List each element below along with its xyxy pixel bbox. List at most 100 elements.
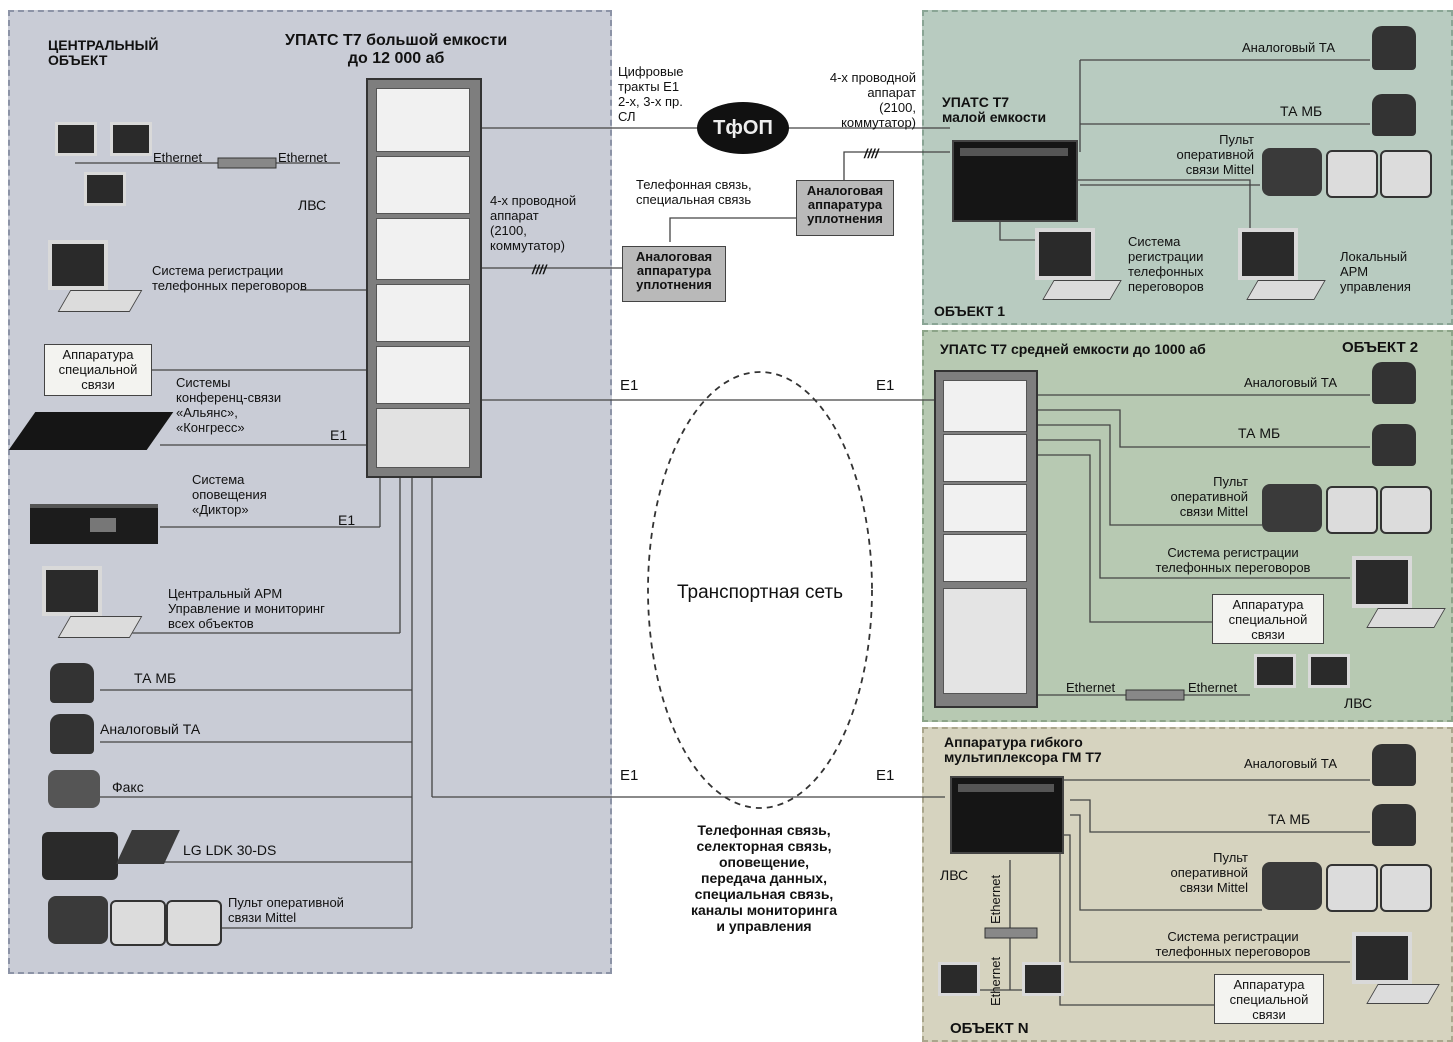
object2-eth-left: Ethernet	[1066, 680, 1116, 695]
analog-box-left: Аналоговая аппаратура уплотнения	[622, 246, 726, 302]
computer-icon	[1308, 654, 1350, 688]
central-e1-conf: E1	[330, 427, 348, 443]
computer-icon	[42, 566, 102, 616]
phone-icon	[1372, 804, 1416, 846]
object2-call-reg: Система регистрации телефонных переговор…	[1155, 545, 1311, 575]
object2-pbx-title: УПАТС Т7 средней емкости до 1000 аб	[940, 341, 1206, 357]
mittel-console-icon	[110, 900, 166, 946]
computer-icon	[84, 172, 126, 206]
mittel-console-icon	[1326, 486, 1378, 534]
objectn-ta-mb: ТА МБ	[1268, 811, 1311, 827]
digital-trunks-label: Цифровые тракты Е1 2-х, 3-х пр. СЛ	[618, 64, 684, 124]
hash-right: ////	[864, 146, 879, 161]
keyboard-icon	[1042, 280, 1122, 300]
e1-top-right: E1	[876, 377, 895, 394]
object1-name: ОБЪЕКТ 1	[934, 303, 1006, 319]
computer-icon	[1352, 556, 1412, 608]
central-lg: LG LDK 30-DS	[183, 842, 277, 858]
mittel-console-icon	[1380, 150, 1432, 198]
central-ta-mb: ТА МБ	[134, 670, 177, 686]
central-special-box: Аппаратура специальной связи	[44, 344, 152, 396]
object2-lan: ЛВС	[1344, 695, 1373, 711]
e1-bottom-left: E1	[620, 767, 639, 784]
transport-network-label: Транспортная сеть	[676, 582, 844, 603]
central-mittel: Пульт оперативной связи Mittel	[228, 895, 344, 925]
mittel-console-icon	[1380, 864, 1432, 912]
keyboard-icon	[57, 290, 143, 312]
object1-ta-mb: ТА МБ	[1280, 103, 1323, 119]
central-eth-right: Ethernet	[278, 150, 328, 165]
computer-icon	[1238, 228, 1298, 280]
object2-lan-hub	[1125, 689, 1185, 701]
phone-icon	[50, 663, 94, 703]
central-eth-left: Ethernet	[153, 150, 203, 165]
keyboard-icon	[1366, 608, 1446, 628]
object2-mittel: Пульт оперативной связи Mittel	[1170, 474, 1248, 519]
phone-icon	[50, 714, 94, 754]
central-fax: Факс	[112, 779, 144, 795]
four-wire-right: 4-х проводной аппарат (2100, коммутатор)	[829, 70, 916, 130]
computer-icon	[1035, 228, 1095, 280]
keyboard-icon	[1246, 280, 1326, 300]
hash-left: ////	[532, 262, 547, 277]
tel-special-label: Телефонная связь, специальная связь	[636, 177, 752, 207]
phone-icon	[1372, 362, 1416, 404]
computer-icon	[1022, 962, 1064, 996]
object1-analog-ta: Аналоговый ТА	[1242, 40, 1336, 55]
four-wire-left: 4-х проводной аппарат (2100, коммутатор)	[490, 193, 577, 253]
phone-icon	[1372, 26, 1416, 70]
transport-network-ellipse	[647, 371, 873, 809]
objectn-mux-title: Аппаратура гибкого мультиплексора ГМ Т7	[944, 734, 1102, 765]
computer-icon	[110, 122, 152, 156]
mittel-console-icon	[1326, 150, 1378, 198]
central-e1-announce: E1	[338, 512, 356, 528]
objectn-lan: ЛВС	[940, 867, 969, 883]
object2-ta-mb: ТА МБ	[1238, 425, 1281, 441]
services-label: Телефонная связь, селекторная связь, опо…	[690, 822, 837, 934]
central-pbx-title: УПАТС Т7 большой емкости до 12 000 аб	[285, 32, 508, 67]
tfop-cloud	[697, 102, 789, 154]
conference-system-icon	[8, 412, 174, 450]
central-pbx-rack	[366, 78, 482, 478]
mittel-console-icon	[1380, 486, 1432, 534]
objectn-mittel: Пульт оперативной связи Mittel	[1170, 850, 1248, 895]
analog-box-right: Аналоговая аппаратура уплотнения	[796, 180, 894, 236]
objectn-name: ОБЪЕКТ N	[950, 1020, 1029, 1037]
e1-bottom-right: E1	[876, 767, 895, 784]
objectn-eth-bottom: Ethernet	[988, 956, 1003, 1006]
object2-name: ОБЪЕКТ 2	[1342, 339, 1419, 356]
computer-icon	[938, 962, 980, 996]
keyboard-icon	[1366, 984, 1440, 1004]
mittel-console-icon	[1326, 864, 1378, 912]
object2-pbx-rack	[934, 370, 1038, 708]
fax-icon	[48, 770, 100, 808]
objectn-analog-ta: Аналоговый ТА	[1244, 756, 1338, 771]
object1-mittel: Пульт оперативной связи Mittel	[1176, 132, 1254, 177]
computer-icon	[1254, 654, 1296, 688]
objectn-call-reg: Система регистрации телефонных переговор…	[1155, 929, 1311, 959]
keyboard-icon	[57, 616, 143, 638]
object2-eth-right: Ethernet	[1188, 680, 1238, 695]
object1-pbx-title: УПАТС Т7 малой емкости	[942, 94, 1047, 125]
e1-top-left: E1	[620, 377, 639, 394]
phone-icon	[1372, 744, 1416, 786]
mittel-console-icon	[1262, 862, 1322, 910]
central-object-zone	[8, 10, 612, 974]
object2-special-box: Аппаратура специальной связи	[1212, 594, 1324, 644]
phone-icon	[1372, 424, 1416, 466]
object1-call-reg: Система регистрации телефонных переговор…	[1128, 234, 1204, 294]
central-object-title: ЦЕНТРАЛЬНЫЙ ОБЪЕКТ	[48, 37, 159, 68]
objectn-eth-top: Ethernet	[988, 874, 1003, 924]
system-phone-icon	[42, 832, 118, 880]
phone-icon	[1372, 94, 1416, 136]
tfop-label: ТфОП	[713, 117, 773, 139]
central-lan-hub	[217, 157, 277, 169]
central-arm-label: Центральный АРМ Управление и мониторинг …	[168, 586, 325, 631]
mittel-console-icon	[1262, 484, 1322, 532]
central-lan-label: ЛВС	[298, 197, 327, 213]
computer-icon	[1352, 932, 1412, 984]
object1-pbx-unit	[952, 140, 1078, 222]
central-conf-label: Системы конференц-связи «Альянс», «Конгр…	[176, 375, 282, 435]
computer-icon	[55, 122, 97, 156]
